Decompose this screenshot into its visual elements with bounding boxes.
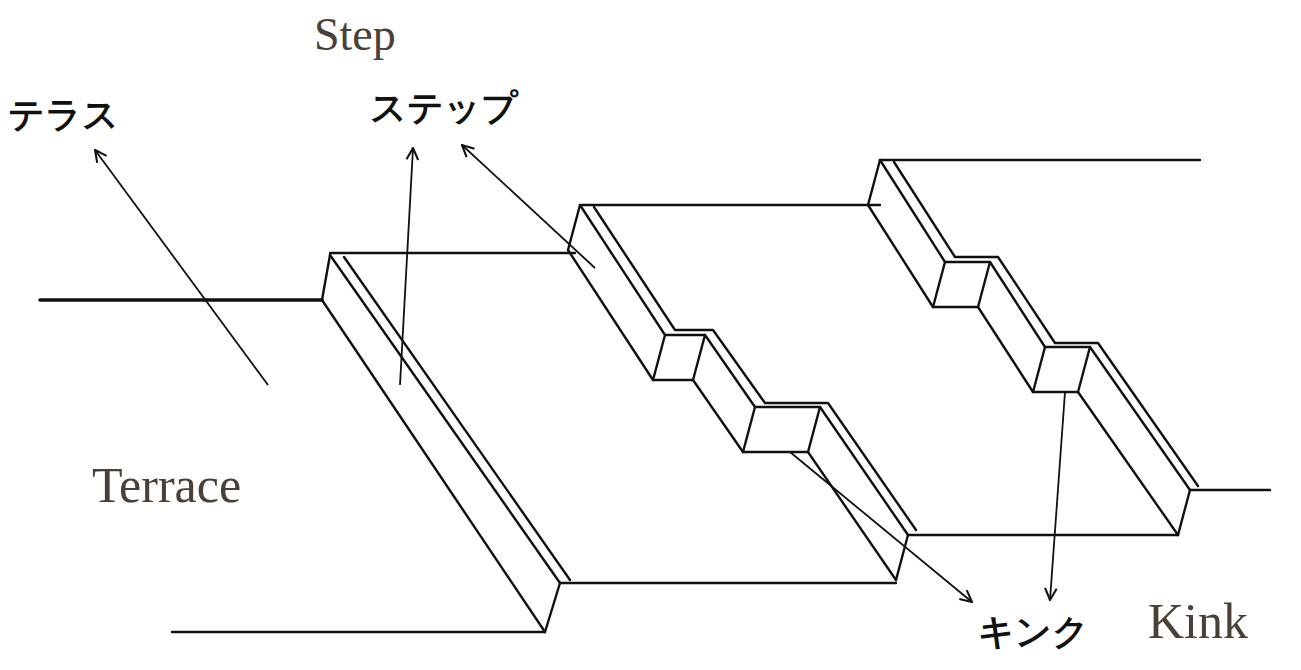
terrace-label: テラス: [8, 95, 119, 135]
step-edge: [1178, 490, 1190, 535]
terrace-edge: [1190, 489, 1270, 491]
kink-edge: [653, 335, 820, 452]
terrace-edge: [582, 204, 880, 206]
terrace-edge: [40, 298, 322, 302]
kink-label: キンク: [978, 612, 1089, 652]
terrace-edge: [908, 534, 1178, 536]
terrace-edge: [560, 582, 896, 584]
step-edge: [545, 583, 560, 632]
step-edge: [894, 162, 1198, 486]
step-edge: [322, 300, 545, 632]
terrace-edge: [172, 631, 545, 633]
terrace-edge: [330, 252, 575, 254]
step-edge: [344, 257, 570, 580]
step-edge: [580, 205, 908, 535]
leader-line: [95, 150, 268, 385]
kink-edge: [933, 262, 1090, 392]
step-edge: [330, 255, 560, 583]
terrace-edge: [880, 159, 1200, 161]
step-edge: [568, 250, 896, 580]
step-edge: [868, 205, 1178, 535]
step-edge: [568, 205, 580, 250]
kink-label: Kink: [1148, 594, 1248, 649]
step-label: ステップ: [370, 88, 518, 128]
leader-line: [790, 452, 972, 602]
leader-line: [462, 145, 595, 268]
terrace-label: Terrace: [92, 458, 241, 513]
step-label: Step: [314, 10, 396, 61]
leader-line: [400, 148, 413, 385]
step-edge: [868, 160, 880, 205]
step-edge: [322, 255, 330, 300]
leader-line: [1050, 392, 1065, 600]
step-edge: [594, 207, 916, 530]
step-edge: [880, 160, 1190, 490]
